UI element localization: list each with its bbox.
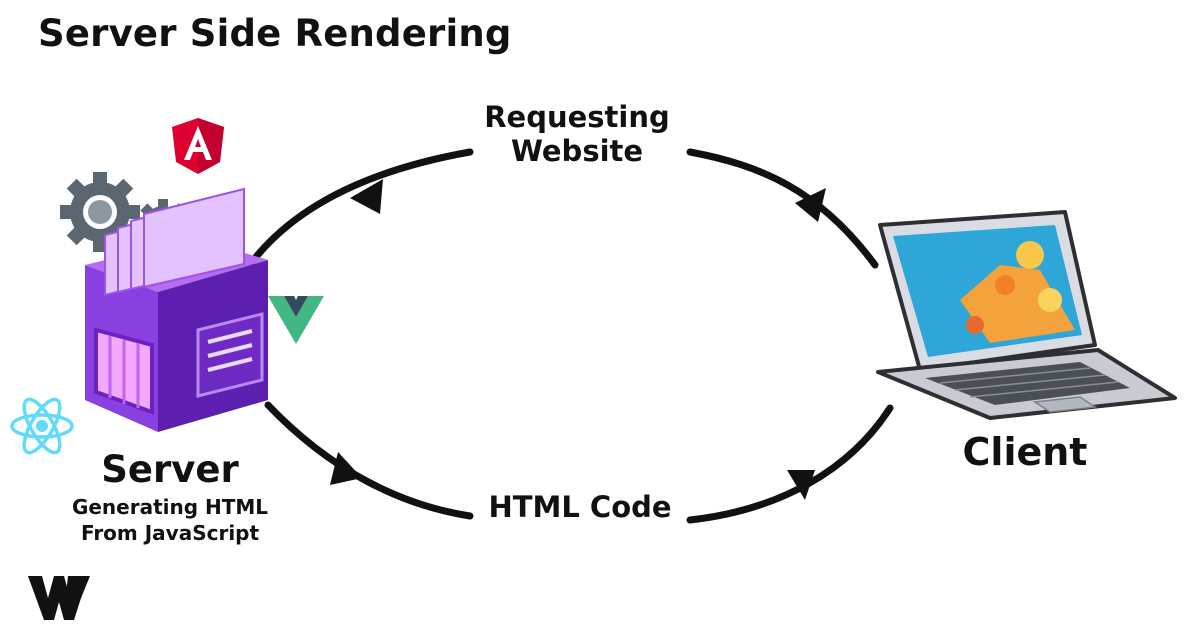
server-description-line2: From JavaScript <box>80 521 260 545</box>
response-arc-left <box>264 401 474 520</box>
request-label: Requesting Website <box>462 100 692 168</box>
response-arc-right <box>686 404 894 524</box>
server-description: Generating HTML From JavaScript <box>40 494 300 546</box>
request-arrowhead-left <box>350 179 383 214</box>
client-label: Client <box>962 430 1088 474</box>
server-label: Server <box>101 448 239 491</box>
request-arc-left <box>248 148 474 266</box>
page-title: Server Side Rendering <box>38 12 512 55</box>
react-logo-icon <box>10 397 74 455</box>
request-arrowhead-right <box>795 188 826 222</box>
request-arc-right <box>686 148 879 269</box>
server-box-icon <box>85 187 268 432</box>
vue-logo-icon <box>268 296 324 344</box>
angular-logo-icon <box>172 118 224 174</box>
server-description-line1: Generating HTML <box>71 495 269 519</box>
request-label-line2: Website <box>510 134 644 168</box>
response-label: HTML Code <box>488 490 672 524</box>
brand-logo-icon <box>28 576 90 620</box>
response-arrowhead-right <box>787 470 815 500</box>
response-arrowhead-left <box>330 452 362 485</box>
request-label-line1: Requesting <box>484 100 670 134</box>
laptop-icon <box>876 210 1177 420</box>
